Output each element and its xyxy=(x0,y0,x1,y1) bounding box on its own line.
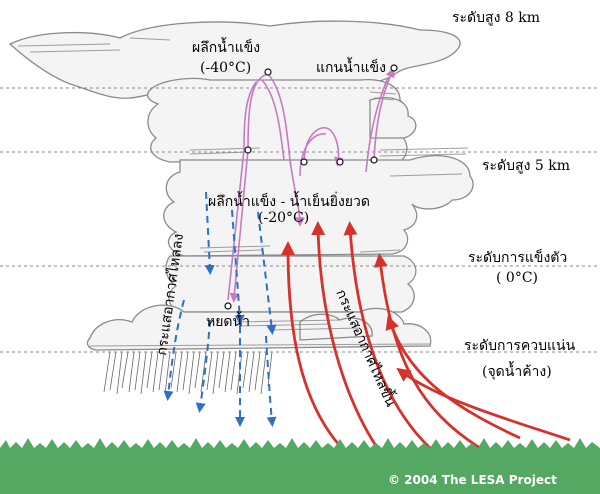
updraft-arrow-1 xyxy=(281,241,342,447)
label-freezing-temp: ( 0°C) xyxy=(496,270,538,286)
downdraft-arrow-4 xyxy=(163,299,185,401)
label-dew-point: (จุดน้ำค้าง) xyxy=(482,361,552,380)
updraft-arrows xyxy=(281,221,571,450)
downdraft-arrow-7 xyxy=(265,335,277,427)
level-lines xyxy=(0,87,600,353)
credit-text: © 2004 The LESA Project xyxy=(388,473,557,487)
ice-particle-paths xyxy=(227,67,395,303)
label-condensation-level: ระดับการควบแน่น xyxy=(464,338,576,354)
updraft-arrow-3 xyxy=(343,221,431,450)
ice-path-loop-1 xyxy=(267,73,305,227)
label-ice-crystal: ผลึกน้ำแข็ง xyxy=(192,37,260,56)
downdraft-arrows xyxy=(163,191,277,427)
ice-particles xyxy=(224,64,398,310)
downdraft-arrow-3 xyxy=(257,211,277,335)
downdraft-arrow-2 xyxy=(231,209,245,325)
updraft-arrow-5 xyxy=(385,315,521,440)
label-freezing-level: ระดับการแข็งตัว xyxy=(468,248,567,266)
label-ice-crystal-temp: (-40°C) xyxy=(200,60,251,76)
label-level-5km: ระดับสูง 5 km xyxy=(482,158,570,174)
downdraft-arrow-1 xyxy=(204,191,215,275)
label-ice-nucleus: แกนน้ำแข็ง xyxy=(316,57,386,76)
cloud-shading xyxy=(17,37,469,347)
label-water-drop: หยดน้ำ xyxy=(206,311,250,330)
ground-grass xyxy=(0,438,600,494)
label-ice-supercooled-temp: (-20°C) xyxy=(258,210,309,226)
ice-path-loop-3 xyxy=(373,67,395,161)
label-level-8km: ระดับสูง 8 km xyxy=(452,10,540,26)
rain-streaks xyxy=(103,351,273,395)
updraft-arrow-6 xyxy=(396,367,571,442)
label-ice-supercooled: ผลึกน้ำแข็ง - น้ำเย็นยิ่งยวด xyxy=(208,191,370,210)
updraft-arrow-2 xyxy=(311,221,378,447)
